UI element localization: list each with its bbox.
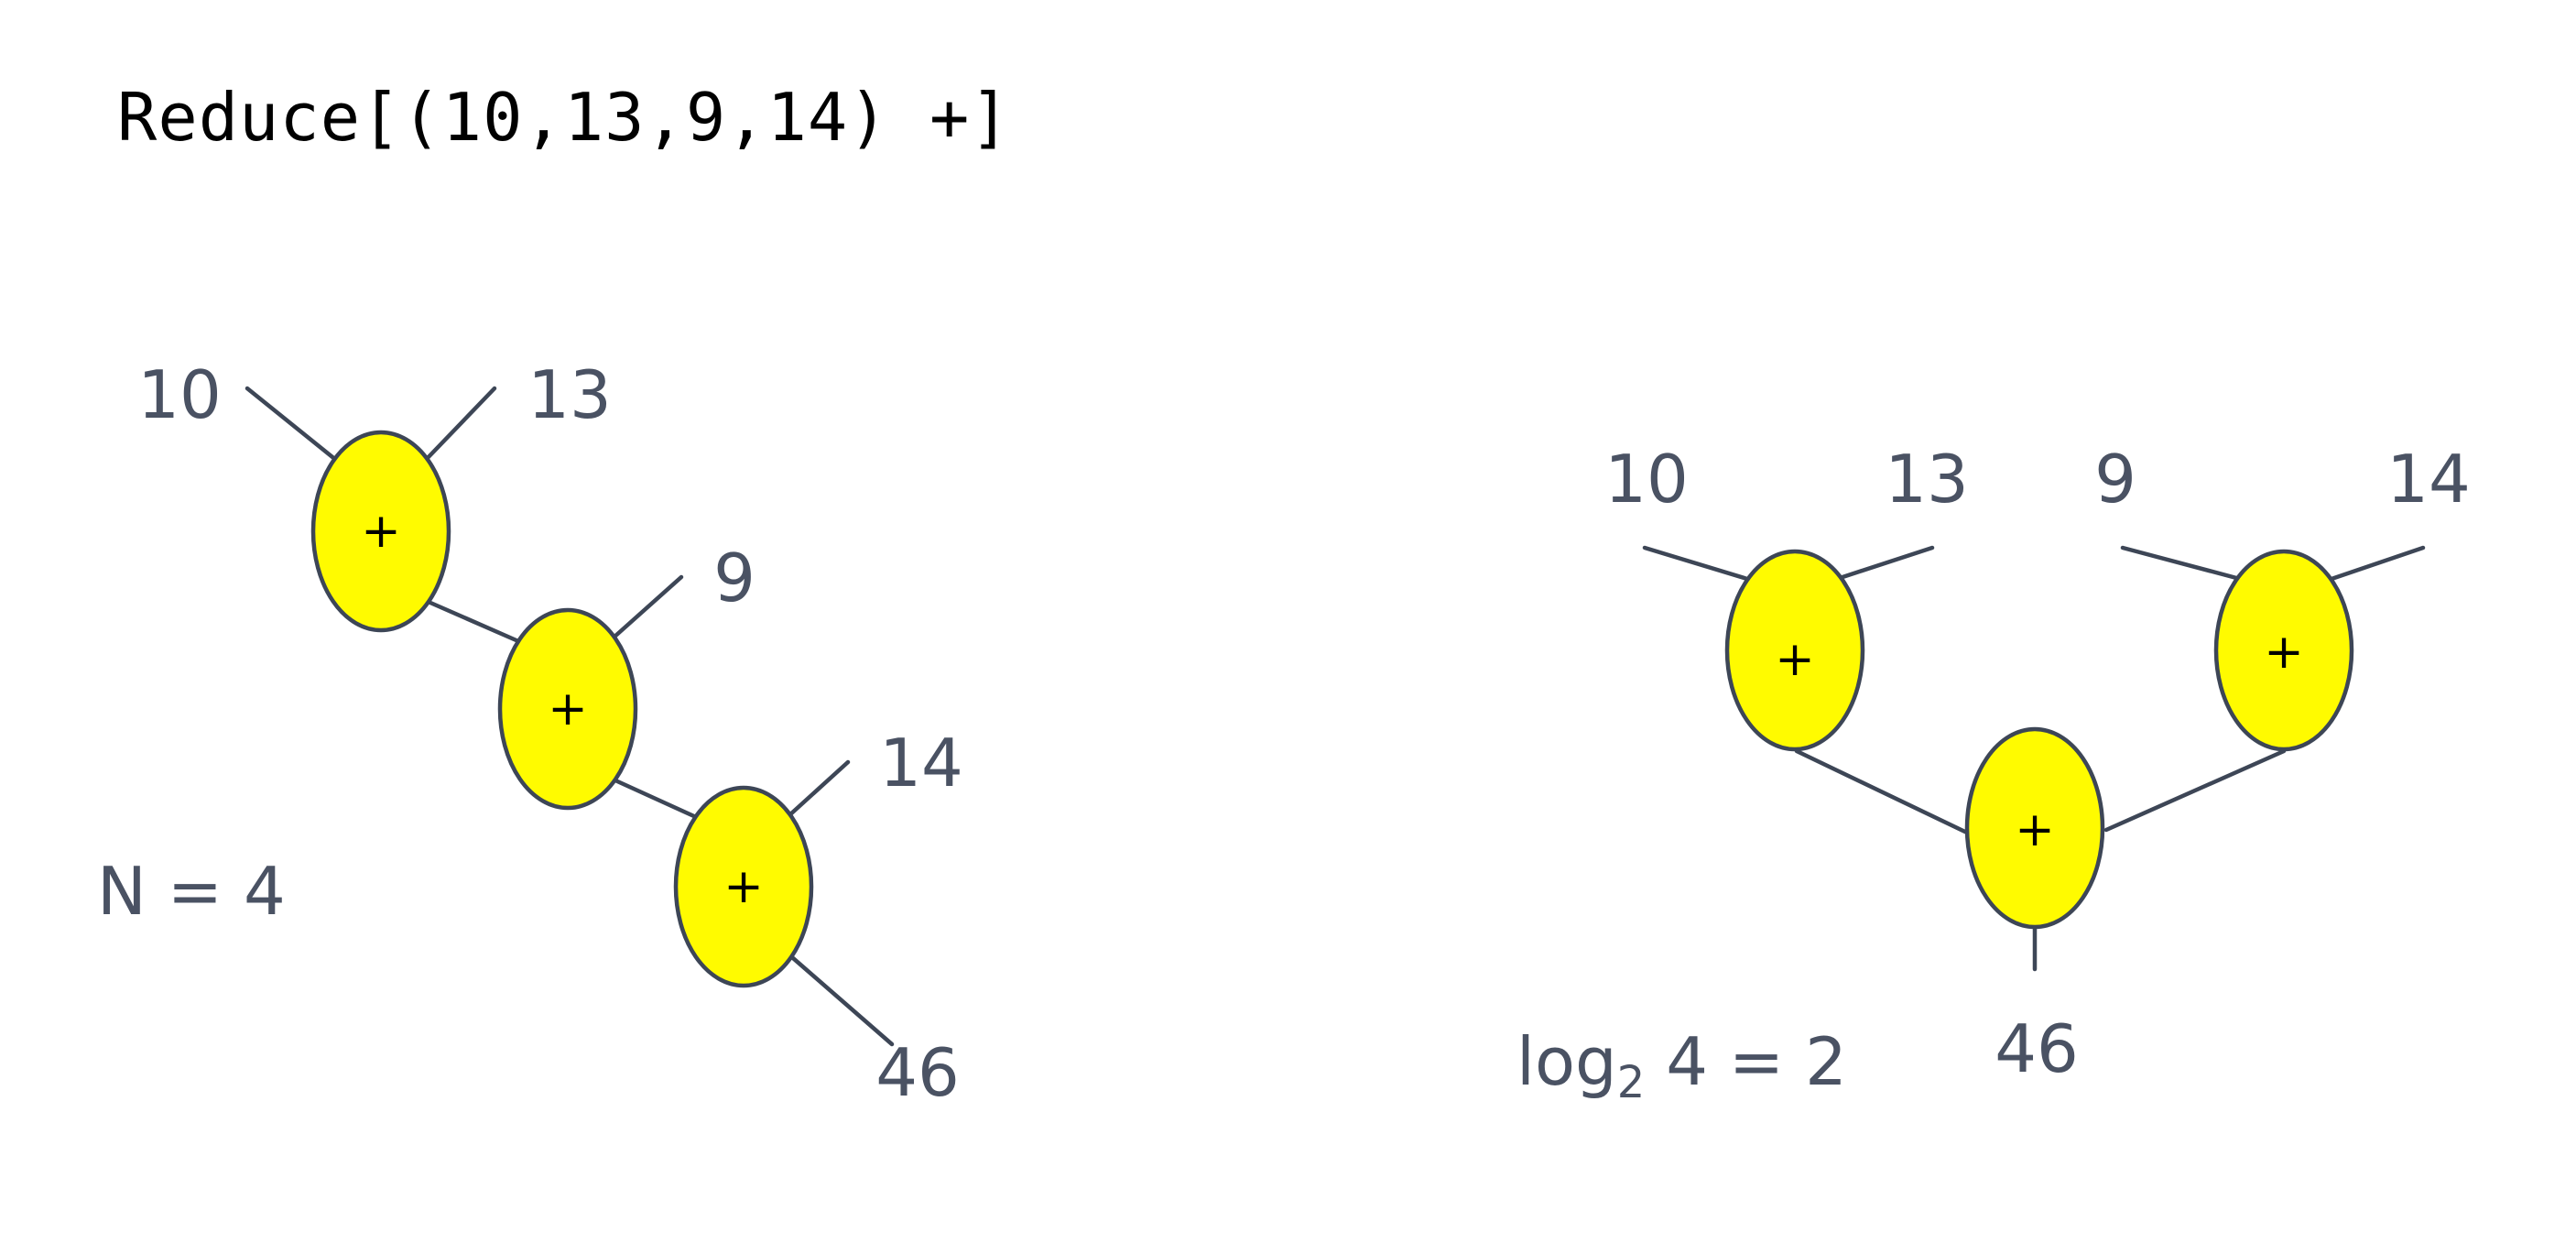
add-node-2: +: [497, 607, 638, 811]
edge-9-to-right-node: [2120, 545, 2243, 582]
edge-node3-to-result: [790, 955, 895, 1047]
edge-left-node-to-root: [1794, 748, 1972, 836]
input-value-13: 13: [527, 356, 612, 433]
plus-operator: +: [361, 504, 401, 559]
tree-reduction: + + + 10 13 9 14 46 log2 4 = 2: [1516, 441, 2471, 1108]
tree-depth-note: log2 4 = 2: [1516, 1023, 1847, 1108]
add-node-1: +: [310, 430, 451, 633]
input-value-10: 10: [137, 356, 222, 433]
plus-operator: +: [2015, 802, 2055, 857]
add-node-right: +: [2213, 549, 2354, 752]
input-value-13: 13: [1885, 441, 1969, 518]
input-value-14: 14: [879, 725, 963, 801]
plus-operator: +: [1775, 632, 1815, 687]
plus-operator: +: [2264, 625, 2304, 680]
sequential-reduction: + + + 10 13 9 14 46 N = 4: [97, 356, 963, 1111]
input-value-9: 9: [713, 540, 755, 616]
input-value-10: 10: [1604, 441, 1689, 518]
add-node-3: +: [673, 785, 814, 988]
result-value: 46: [875, 1034, 960, 1111]
reduce-expression-title: Reduce[(10,13,9,14) +]: [117, 79, 1011, 156]
plus-operator: +: [548, 681, 588, 736]
edge-14-to-node3: [787, 759, 851, 818]
edge-13-to-node1: [422, 386, 497, 463]
edge-node1-to-node2: [428, 600, 521, 644]
edge-14-to-right-node: [2329, 545, 2426, 582]
plus-operator: +: [723, 859, 764, 914]
add-node-left: +: [1724, 549, 1865, 752]
input-value-9: 9: [2094, 441, 2136, 518]
edge-10-to-node1: [245, 386, 340, 463]
edge-9-to-node2: [611, 574, 684, 640]
input-value-14: 14: [2386, 441, 2471, 518]
edge-right-node-to-root: [2103, 748, 2287, 833]
result-value: 46: [1994, 1010, 2079, 1087]
edge-10-to-left-node: [1642, 545, 1750, 582]
edge-13-to-left-node: [1834, 545, 1935, 582]
element-count-note: N = 4: [97, 853, 286, 930]
add-node-root: +: [1964, 726, 2105, 930]
edge-node2-to-node3: [613, 778, 699, 820]
